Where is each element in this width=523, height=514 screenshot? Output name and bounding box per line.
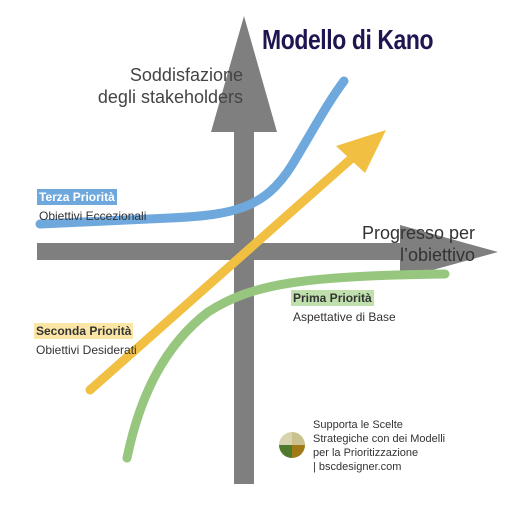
y-axis-label: Soddisfazione degli stakeholders	[98, 64, 243, 108]
footer-line2: Strategiche con dei Modelli	[313, 433, 446, 445]
basic-curve	[122, 269, 450, 463]
y-axis-shaft	[234, 90, 254, 484]
x-axis-label-line1: Progresso per	[361, 223, 475, 243]
logo-quadrant-bottom-left	[279, 445, 292, 458]
performance-arrowhead	[336, 130, 386, 173]
performance-heading: Seconda Priorità	[34, 323, 134, 339]
footer-line3: per la Prioritizzazione	[313, 447, 419, 459]
logo-quadrant-top-right	[292, 432, 305, 445]
performance-line	[85, 153, 357, 395]
logo-quadrant-top-left	[279, 432, 292, 445]
basic-subtitle: Aspettative di Base	[293, 310, 396, 324]
footer-line4: | bscdesigner.com	[313, 461, 402, 473]
x-axis-label-line2: l’obiettivo	[399, 245, 475, 265]
x-axis-label: Progresso per l’obiettivo	[362, 222, 475, 266]
performance-subtitle: Obiettivi Desiderati	[36, 343, 137, 357]
basic-heading: Prima Priorità	[291, 290, 374, 306]
excitement-heading: Terza Priorità	[37, 189, 117, 205]
footer-caption: Supporta le Scelte Strategiche con dei M…	[313, 418, 445, 474]
excitement-label: Terza Priorità Obiettivi Eccezionali	[37, 188, 146, 223]
x-axis-shaft	[37, 243, 437, 260]
performance-label: Seconda Priorità Obiettivi Desiderati	[34, 322, 137, 357]
footer-line1: Supporta le Scelte	[313, 419, 403, 431]
bsc-designer-logo-icon	[279, 432, 305, 458]
logo-quadrant-bottom-right	[292, 445, 305, 458]
diagram-title: Modello di Kano	[262, 24, 434, 55]
x-axis-arrowhead	[400, 225, 498, 279]
y-axis-label-line1: Soddisfazione	[129, 65, 243, 85]
basic-label: Prima Priorità Aspettative di Base	[291, 289, 396, 324]
y-axis-label-line2: degli stakeholders	[97, 87, 243, 107]
y-axis-arrowhead	[211, 16, 277, 132]
excitement-curve	[35, 76, 349, 229]
excitement-subtitle: Obiettivi Eccezionali	[39, 209, 147, 223]
